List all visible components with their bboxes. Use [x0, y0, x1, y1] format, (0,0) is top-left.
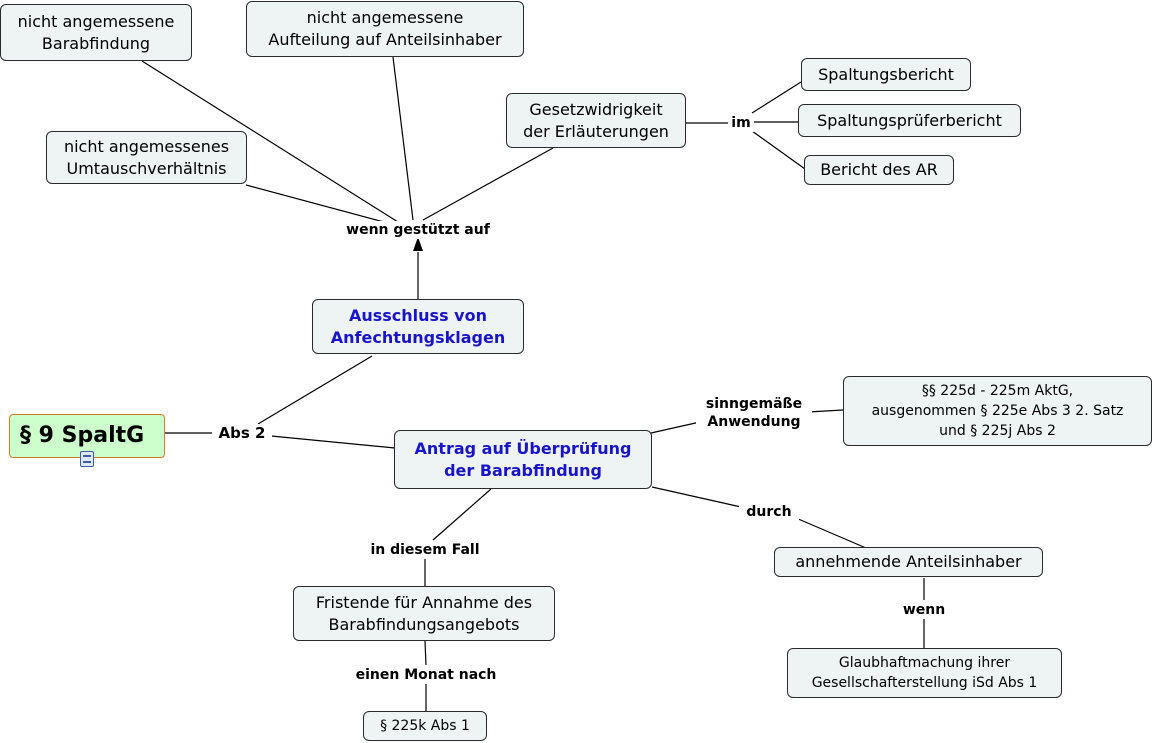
- node-bericht-ar[interactable]: Bericht des AR: [804, 155, 954, 185]
- link-label-sinngemaess: sinngemäße Anwendung: [696, 395, 812, 431]
- root-topic[interactable]: § 9 SpaltG: [9, 414, 165, 458]
- arrow-head: [413, 237, 423, 251]
- topic-antrag-label: Antrag auf Überprüfung der Barabfindung: [414, 438, 632, 480]
- node-glaubhaft[interactable]: Glaubhaftmachung ihrer Gesellschafterste…: [787, 648, 1062, 698]
- node-barabfindung[interactable]: nicht angemessene Barabfindung: [0, 4, 192, 61]
- link-label-im: im: [728, 114, 754, 132]
- node-par225k-label: § 225k Abs 1: [380, 718, 470, 734]
- node-gesetzwidrigkeit[interactable]: Gesetzwidrigkeit der Erläuterungen: [506, 93, 686, 148]
- node-barabfindung-label: nicht angemessene Barabfindung: [17, 11, 175, 53]
- node-spaltungsbericht[interactable]: Spaltungsbericht: [801, 58, 971, 91]
- link-label-in-diesem-fall: in diesem Fall: [358, 541, 492, 559]
- link-label-wenn: wenn: [896, 601, 952, 619]
- topic-ausschluss-label: Ausschluss von Anfechtungsklagen: [330, 305, 506, 347]
- node-aufteilung-label: nicht angemessene Aufteilung auf Anteils…: [268, 8, 502, 49]
- node-fristende-label: Fristende für Annahme des Barabfindungsa…: [315, 592, 533, 634]
- node-aufteilung[interactable]: nicht angemessene Aufteilung auf Anteils…: [246, 1, 524, 57]
- node-umtausch-label: nicht angemessenes Umtauschverhältnis: [63, 136, 230, 178]
- node-umtausch[interactable]: nicht angemessenes Umtauschverhältnis: [46, 131, 247, 184]
- link-label-durch: durch: [739, 503, 799, 521]
- node-annehmende[interactable]: annehmende Anteilsinhaber: [774, 547, 1043, 577]
- link-label-wenn-gestuetzt: wenn gestützt auf: [333, 221, 503, 239]
- root-topic-label: § 9 SpaltG: [20, 423, 145, 448]
- link-label-abs2: Abs 2: [212, 424, 272, 442]
- node-spaltungspruefer[interactable]: Spaltungsprüferbericht: [798, 104, 1021, 137]
- node-bericht-ar-label: Bericht des AR: [820, 160, 938, 179]
- node-gesetzwidrigkeit-label: Gesetzwidrigkeit der Erläuterungen: [523, 99, 669, 141]
- node-glaubhaft-label: Glaubhaftmachung ihrer Gesellschafterste…: [811, 655, 1038, 691]
- node-spaltungspruefer-label: Spaltungsprüferbericht: [817, 110, 1002, 130]
- node-par225k[interactable]: § 225k Abs 1: [363, 711, 487, 741]
- node-fristende[interactable]: Fristende für Annahme des Barabfindungsa…: [293, 586, 555, 641]
- topic-ausschluss[interactable]: Ausschluss von Anfechtungsklagen: [312, 299, 524, 354]
- document-icon[interactable]: [80, 451, 94, 467]
- node-spaltungsbericht-label: Spaltungsbericht: [818, 64, 954, 84]
- link-label-einen-monat: einen Monat nach: [343, 666, 509, 684]
- node-aktg-label: §§ 225d - 225m AktG, ausgenommen § 225e …: [871, 383, 1124, 439]
- topic-antrag[interactable]: Antrag auf Überprüfung der Barabfindung: [394, 430, 652, 489]
- node-aktg[interactable]: §§ 225d - 225m AktG, ausgenommen § 225e …: [843, 376, 1152, 446]
- node-annehmende-label: annehmende Anteilsinhaber: [795, 552, 1022, 571]
